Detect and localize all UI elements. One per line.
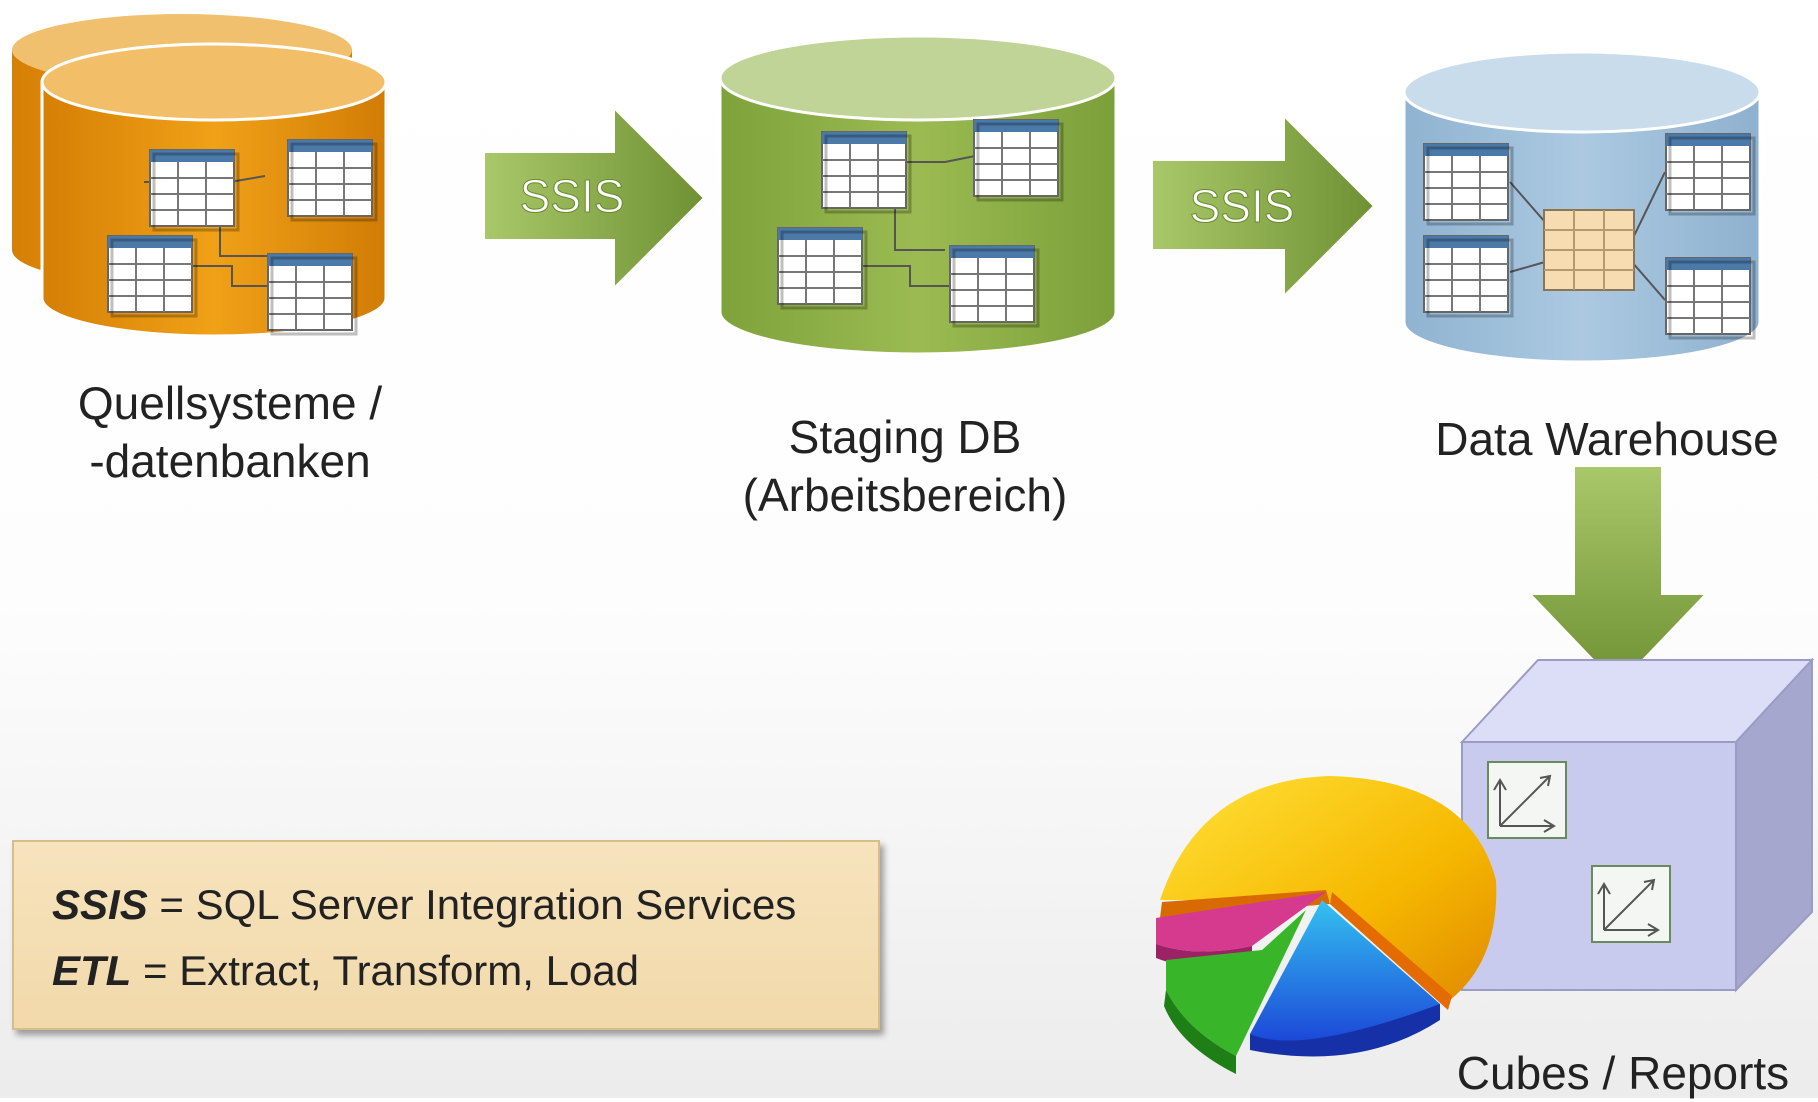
table-icon bbox=[106, 234, 198, 318]
ssis-arrow-icon-1: SSIS bbox=[483, 105, 706, 291]
dimension-axes-icon bbox=[1487, 761, 1567, 839]
staging-node-label: Staging DB (Arbeitsbereich) bbox=[720, 408, 1090, 524]
warehouse-node-label: Data Warehouse bbox=[1402, 410, 1812, 468]
legend-box: SSIS = SQL Server Integration Services E… bbox=[12, 840, 880, 1030]
edge-label: SSIS bbox=[520, 170, 625, 222]
edge-label: SSIS bbox=[1190, 180, 1295, 232]
dimension-axes-icon bbox=[1591, 865, 1671, 943]
table-icon bbox=[972, 118, 1064, 202]
ssis-arrow-icon-2: SSIS bbox=[1151, 113, 1376, 299]
table-icon bbox=[820, 130, 912, 214]
table-icon bbox=[1664, 132, 1756, 216]
label-line: (Arbeitsbereich) bbox=[742, 469, 1068, 521]
arrow-down-icon bbox=[1527, 465, 1709, 688]
cube-icon bbox=[1459, 657, 1815, 993]
legend-definition: = Extract, Transform, Load bbox=[143, 947, 640, 994]
legend-term: ETL bbox=[52, 947, 132, 994]
table-icon bbox=[1422, 234, 1514, 318]
label-line: Quellsysteme / bbox=[77, 377, 383, 429]
table-icon bbox=[1664, 256, 1756, 340]
cubes-node-label: Cubes / Reports bbox=[1430, 1044, 1816, 1102]
table-icon bbox=[148, 148, 240, 232]
label-line: Data Warehouse bbox=[1435, 413, 1779, 465]
table-icon bbox=[948, 244, 1040, 328]
table-icon bbox=[286, 138, 378, 222]
pie-chart-icon bbox=[1156, 776, 1497, 1074]
label-line: Staging DB bbox=[788, 411, 1022, 463]
table-icon bbox=[776, 226, 868, 310]
legend-definition: = SQL Server Integration Services bbox=[159, 881, 797, 928]
table-icon bbox=[266, 252, 358, 336]
label-line: Cubes / Reports bbox=[1456, 1047, 1790, 1099]
label-line: -datenbanken bbox=[89, 435, 371, 487]
source-node-label: Quellsysteme / -datenbanken bbox=[42, 374, 418, 490]
legend-term: SSIS bbox=[52, 881, 148, 928]
table-icon bbox=[1422, 142, 1514, 226]
fact-table-icon bbox=[1543, 209, 1635, 291]
source-database-stack-icon bbox=[12, 14, 388, 338]
legend-item-etl: ETL = Extract, Transform, Load bbox=[52, 938, 840, 1004]
legend-item-ssis: SSIS = SQL Server Integration Services bbox=[52, 872, 840, 938]
staging-database-icon bbox=[718, 34, 1118, 356]
warehouse-database-icon bbox=[1402, 50, 1762, 364]
